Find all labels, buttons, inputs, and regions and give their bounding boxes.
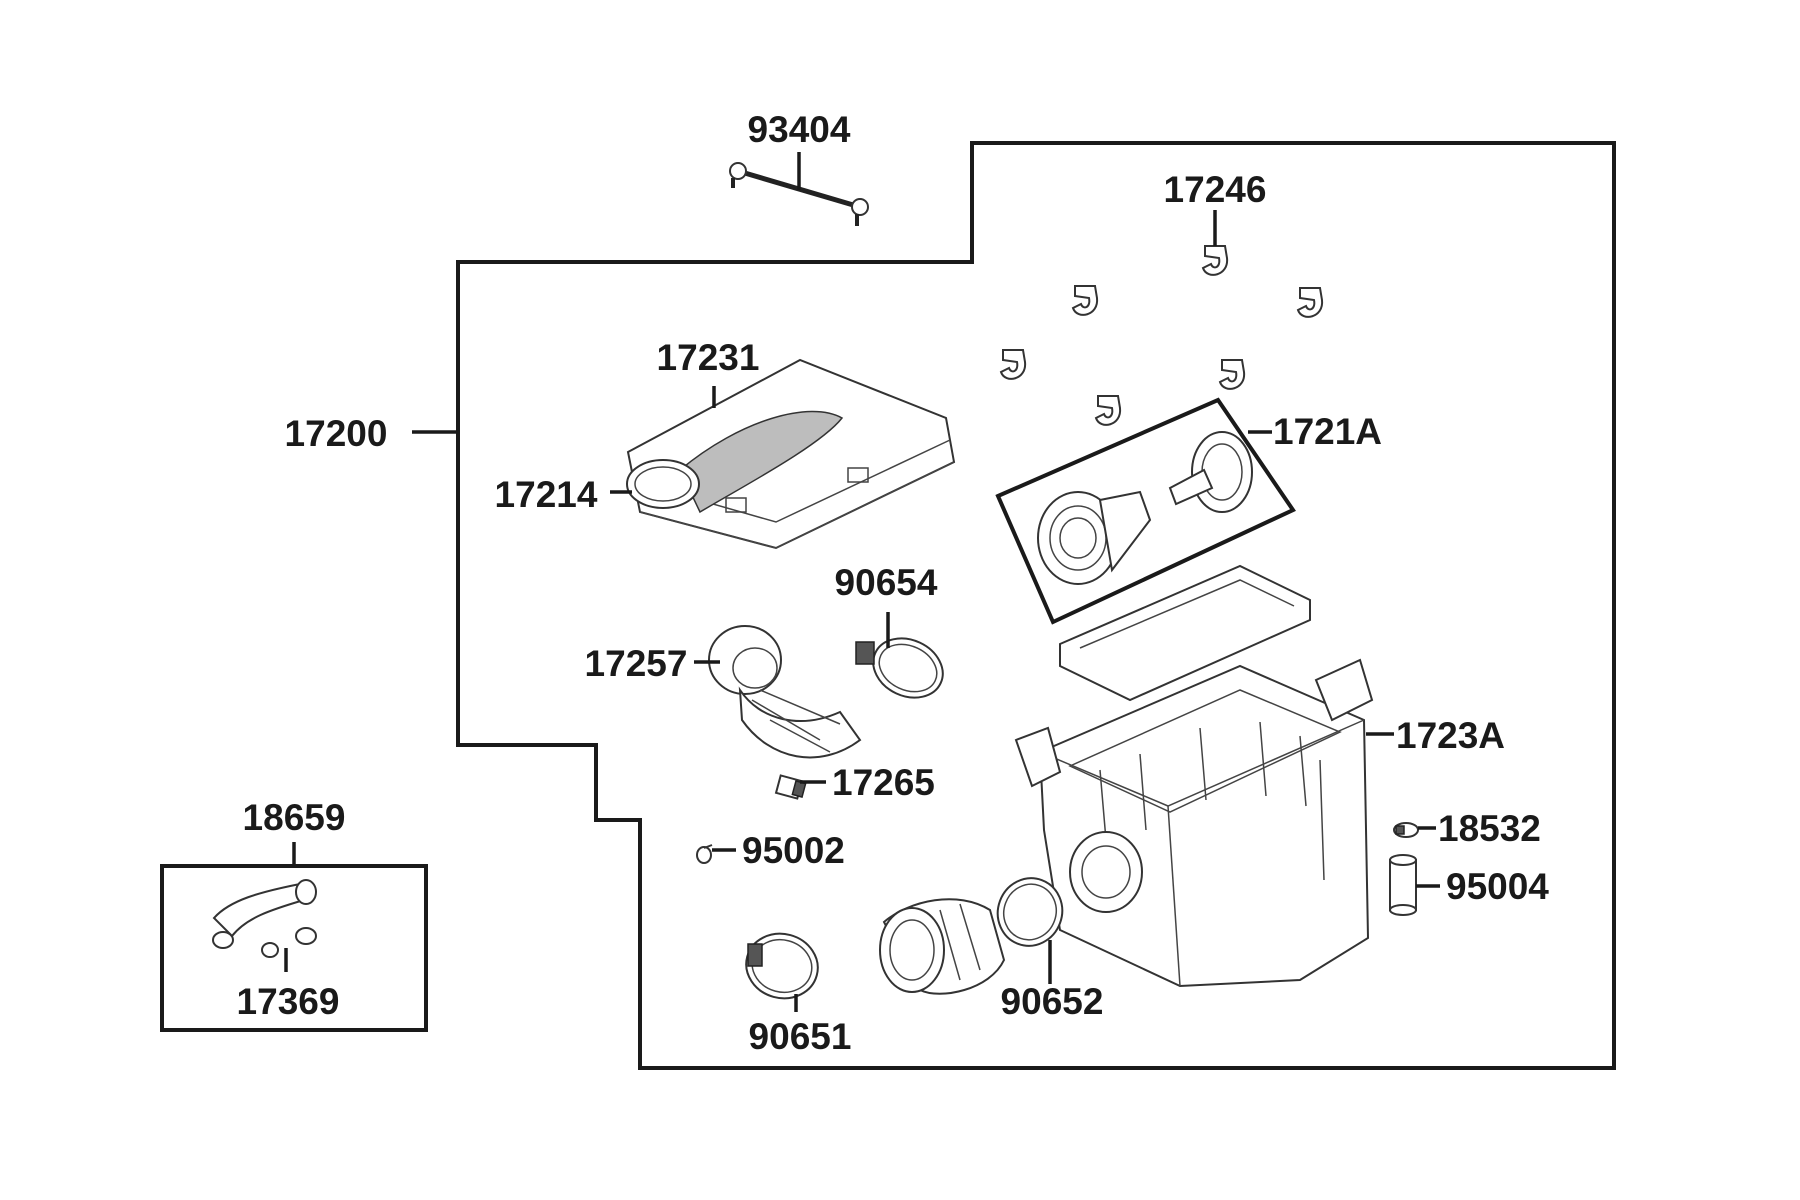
label-1723A: 1723A [1396,715,1505,756]
label-17257: 17257 [585,643,688,684]
label-93404: 93404 [748,109,851,150]
label-95004: 95004 [1446,866,1549,907]
label-18659: 18659 [243,797,346,838]
part-17246-clips [999,245,1324,426]
part-18659-hose [212,879,317,949]
assembly-frame-17200 [456,141,1616,1070]
subgroup-frame-1721A [995,397,1296,625]
part-17369-clip [261,927,317,958]
part-90652-boot [879,877,1064,995]
callout-labels: 93404 17246 17231 17200 17214 1721A 9065… [237,109,1550,1057]
part-90654-clamp [855,637,944,699]
label-17265: 17265 [832,762,935,803]
part-95004-tube [1389,854,1417,916]
label-1721A: 1721A [1273,411,1382,452]
label-90654: 90654 [835,562,938,603]
label-90651: 90651 [749,1016,852,1057]
part-90651-clamp [745,932,819,1000]
part-17231-cover [626,358,956,550]
label-18532: 18532 [1438,808,1541,849]
part-17257-duct [708,625,862,759]
part-18532-clip [1393,822,1419,838]
part-1721A-filter [1037,431,1253,585]
label-17214: 17214 [495,474,598,515]
label-17246: 17246 [1164,169,1267,210]
label-17231: 17231 [657,337,760,378]
label-95002: 95002 [742,830,845,871]
part-17265-fitting [774,774,807,800]
leader-lines [284,152,1440,1012]
label-17369: 17369 [237,981,340,1022]
label-90652: 90652 [1001,981,1104,1022]
label-17200: 17200 [285,413,388,454]
part-1723A-case [1014,564,1374,988]
part-95002-clip [696,844,713,864]
